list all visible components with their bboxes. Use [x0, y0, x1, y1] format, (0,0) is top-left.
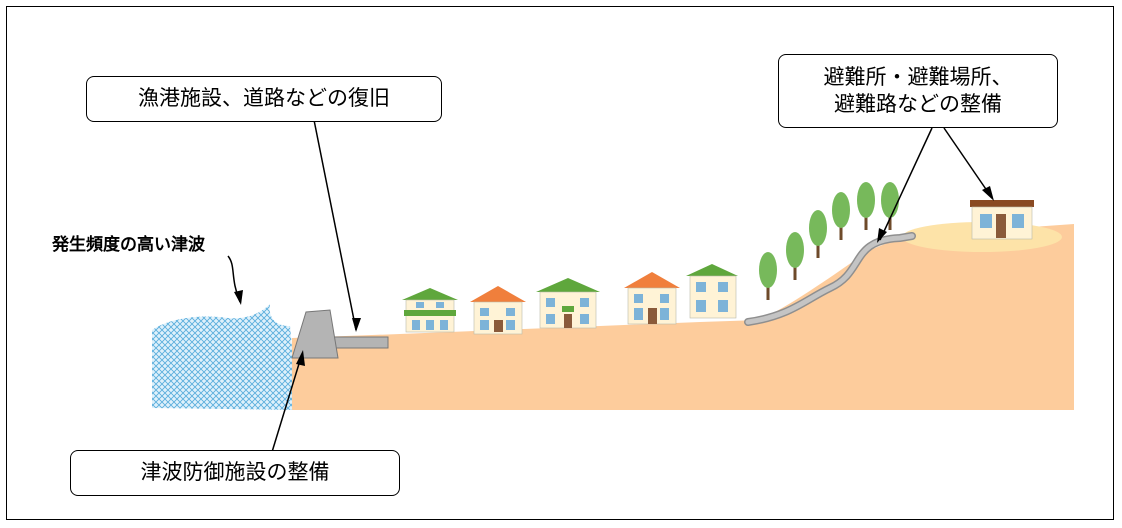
harbor-pier	[333, 336, 389, 349]
evacuation-text-line1: 避難所・避難場所、	[823, 64, 1013, 89]
tree	[759, 252, 777, 300]
leader-lines	[227, 119, 994, 453]
sea-tsunami	[152, 304, 298, 410]
tree	[786, 232, 804, 280]
house-4	[624, 272, 680, 325]
evacuation-shelter	[970, 200, 1034, 240]
tsunami-frequency-label: 発生頻度の高い津波	[52, 235, 205, 255]
house-5	[686, 264, 738, 319]
house-1	[402, 288, 458, 333]
house-2	[470, 286, 526, 335]
evacuation-facilities-callout: 避難所・避難場所、 避難路などの整備	[778, 54, 1058, 128]
tsunami-defense-text: 津波防御施設の整備	[140, 460, 330, 485]
land-ground	[292, 224, 1074, 410]
tree	[857, 182, 875, 230]
harbor-restoration-callout: 漁港施設、道路などの復旧	[86, 76, 442, 122]
tsunami-defense-callout: 津波防御施設の整備	[70, 450, 400, 496]
harbor-restoration-text: 漁港施設、道路などの復旧	[138, 86, 390, 111]
tree	[832, 192, 850, 240]
tree	[809, 210, 827, 258]
evacuation-text-line2: 避難路などの整備	[834, 92, 1002, 116]
trees	[759, 182, 899, 300]
seawall	[291, 309, 339, 359]
house-3	[536, 278, 600, 329]
